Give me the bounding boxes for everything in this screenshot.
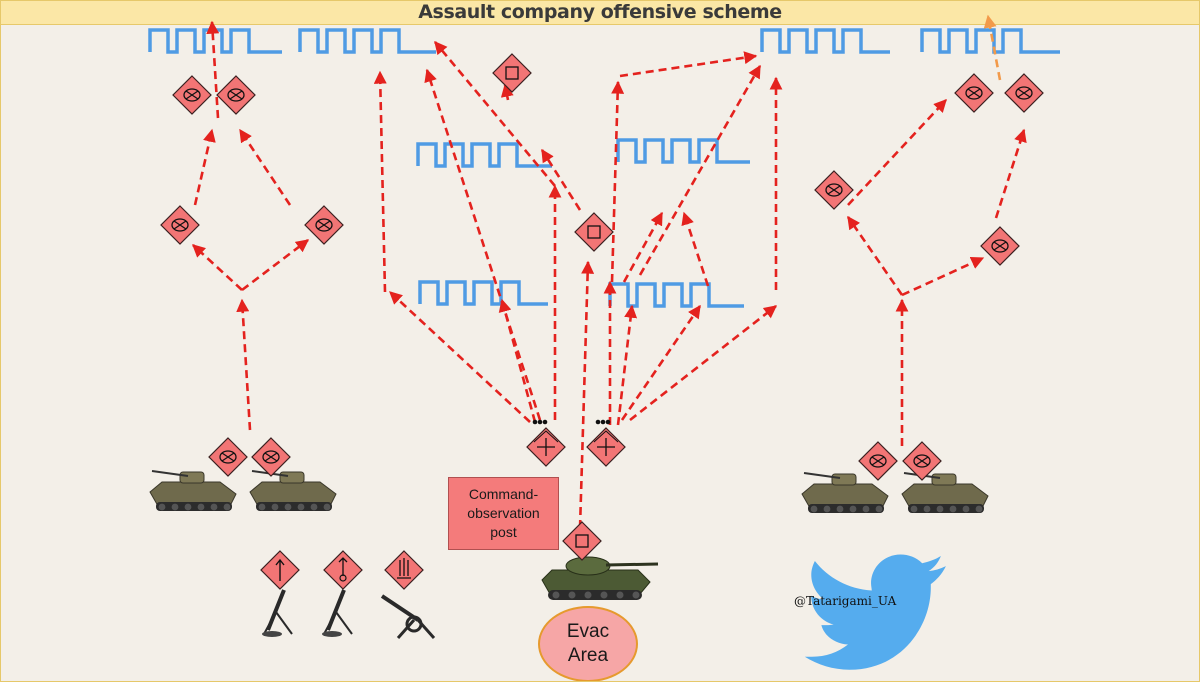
trench-line	[298, 28, 436, 54]
fire-support-marker	[260, 550, 300, 590]
mortar	[262, 589, 293, 637]
trench-line	[416, 142, 552, 168]
advance-arrow	[578, 260, 595, 529]
infantry-marker	[858, 441, 898, 481]
advance-arrow	[622, 211, 664, 283]
advance-arrow	[847, 99, 947, 206]
advance-arrow	[638, 64, 762, 276]
ifv-vehicle	[901, 472, 989, 513]
infantry-marker	[304, 205, 344, 245]
advance-arrow	[434, 41, 556, 187]
recon-marker	[574, 212, 614, 252]
advance-arrow	[389, 291, 531, 423]
group-dot	[605, 419, 611, 425]
advance-arrow	[610, 80, 625, 283]
trench-line	[616, 138, 750, 164]
infantry-marker	[1004, 73, 1044, 113]
advance-arrow	[846, 215, 904, 296]
advance-arrow	[620, 304, 702, 421]
evac-area: Evac Area	[538, 606, 638, 682]
infantry-marker	[954, 73, 994, 113]
advance-arrow	[241, 238, 310, 292]
advance-arrow	[206, 20, 220, 119]
group-dot	[595, 419, 601, 425]
command-observation-post-label: Command- observation post	[448, 477, 559, 550]
infantry-marker	[814, 170, 854, 210]
page-title: Assault company offensive scheme	[418, 1, 782, 23]
ifv-vehicle	[801, 472, 889, 513]
mortar	[322, 589, 353, 637]
infantry-marker	[208, 437, 248, 477]
tank	[541, 556, 659, 600]
trench-line	[760, 28, 890, 54]
group-dot	[537, 419, 543, 425]
engineer-marker	[526, 427, 566, 467]
infantry-marker	[216, 75, 256, 115]
fire-support-marker	[384, 550, 424, 590]
recon-marker	[492, 53, 532, 93]
advance-arrow	[238, 128, 292, 206]
advance-arrow	[193, 128, 216, 206]
engineer-marker	[586, 427, 626, 467]
infantry-marker	[251, 437, 291, 477]
advance-arrow	[500, 83, 514, 101]
group-dot	[542, 419, 548, 425]
infantry-marker	[172, 75, 212, 115]
infantry-marker	[902, 441, 942, 481]
advance-arrow	[681, 211, 710, 287]
trench-line	[418, 280, 548, 306]
advance-arrow	[983, 14, 1002, 81]
advance-arrow	[619, 51, 758, 78]
fire-support-marker	[323, 550, 363, 590]
advance-arrow	[373, 70, 387, 293]
title-bar: Assault company offensive scheme	[0, 0, 1200, 25]
infantry-marker	[980, 226, 1020, 266]
advance-arrow	[994, 128, 1027, 219]
advance-arrow	[424, 68, 542, 421]
advance-arrow	[629, 304, 778, 422]
evac-area-text: Evac Area	[566, 621, 610, 666]
watermark-handle: @Tatarigami_UA	[794, 594, 897, 608]
advance-arrow	[236, 298, 252, 431]
trench-line	[148, 28, 282, 54]
advance-arrow	[616, 304, 638, 426]
group-dot	[532, 419, 538, 425]
trench-line	[608, 282, 744, 308]
advance-arrow	[901, 256, 985, 297]
ifv-vehicle	[149, 470, 237, 511]
twitter-bird-icon	[804, 554, 946, 670]
advance-arrow	[192, 244, 243, 291]
field-gun	[380, 594, 436, 639]
ifv-vehicle	[249, 470, 337, 511]
recon-marker	[562, 521, 602, 561]
advance-arrow	[540, 148, 582, 211]
command-post-text: Command- observation post	[467, 486, 540, 540]
infantry-marker	[160, 205, 200, 245]
group-dot	[600, 419, 606, 425]
trench-line	[920, 28, 1060, 54]
